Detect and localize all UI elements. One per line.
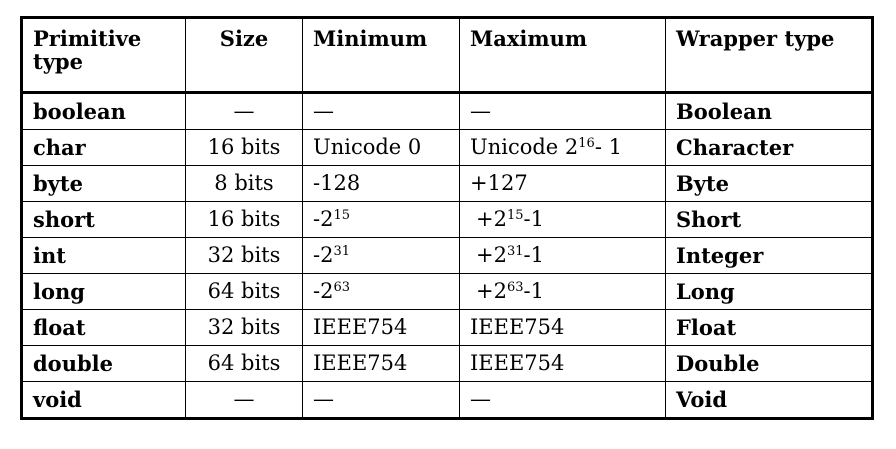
cell-maximum-base: IEEE754 <box>470 350 565 375</box>
cell-maximum-tail: -1 <box>523 242 544 267</box>
header-size: Size <box>185 17 303 93</box>
cell-size: 32 bits <box>185 309 303 346</box>
cell-minimum-base: Unicode 0 <box>313 134 422 159</box>
cell-maximum-exponent: 16 <box>578 135 595 151</box>
cell-maximum-base: +2 <box>476 206 507 231</box>
cell-minimum-exponent: 63 <box>333 279 351 295</box>
cell-minimum: IEEE754 <box>302 309 460 346</box>
cell-maximum-base: Unicode 2 <box>470 134 579 159</box>
cell-maximum: +231-1 <box>459 237 666 274</box>
cell-wrapper-type: Integer <box>665 237 873 274</box>
table-header: Primitive type Size Minimum Maximum Wrap… <box>21 17 873 93</box>
cell-minimum: -128 <box>302 165 460 202</box>
cell-size: 16 bits <box>185 129 303 166</box>
cell-maximum-base: — <box>470 386 491 411</box>
cell-maximum-tail: -1 <box>523 278 544 303</box>
cell-minimum-exponent: 31 <box>333 243 351 259</box>
header-wrapper-type: Wrapper type <box>665 17 873 93</box>
cell-maximum: +127 <box>459 165 666 202</box>
cell-minimum-exponent: 15 <box>333 207 351 223</box>
cell-minimum-base: IEEE754 <box>313 314 408 339</box>
cell-size: 64 bits <box>185 345 303 382</box>
cell-maximum: +215-1 <box>459 201 666 238</box>
cell-primitive: short <box>21 201 186 238</box>
cell-minimum-base: -128 <box>313 170 361 195</box>
cell-maximum-exponent: 63 <box>506 279 524 295</box>
cell-minimum: — <box>302 381 460 419</box>
cell-wrapper-type: Boolean <box>665 92 873 130</box>
cell-minimum: -263 <box>302 273 460 310</box>
cell-maximum-base: — <box>470 98 491 123</box>
cell-wrapper-type: Short <box>665 201 873 238</box>
cell-maximum-tail: - 1 <box>594 134 622 159</box>
cell-maximum: — <box>459 92 666 130</box>
cell-primitive: void <box>21 381 186 419</box>
cell-maximum: — <box>459 381 666 419</box>
primitive-types-table: Primitive type Size Minimum Maximum Wrap… <box>20 16 874 420</box>
cell-size: 64 bits <box>185 273 303 310</box>
cell-wrapper-type: Character <box>665 129 873 166</box>
cell-minimum-base: -2 <box>313 206 334 231</box>
cell-wrapper-type: Long <box>665 273 873 310</box>
cell-minimum-base: — <box>313 386 334 411</box>
cell-minimum: -231 <box>302 237 460 274</box>
header-row: Primitive type Size Minimum Maximum Wrap… <box>21 17 873 93</box>
cell-maximum: +263-1 <box>459 273 666 310</box>
cell-size: — <box>185 381 303 419</box>
cell-wrapper-type: Void <box>665 381 873 419</box>
cell-primitive: byte <box>21 165 186 202</box>
cell-maximum-exponent: 31 <box>506 243 524 259</box>
cell-size: 16 bits <box>185 201 303 238</box>
cell-primitive: char <box>21 129 186 166</box>
cell-wrapper-type: Double <box>665 345 873 382</box>
cell-size: 8 bits <box>185 165 303 202</box>
cell-minimum-base: — <box>313 98 334 123</box>
cell-maximum-base: +127 <box>470 170 528 195</box>
cell-wrapper-type: Byte <box>665 165 873 202</box>
cell-maximum: Unicode 216- 1 <box>459 129 666 166</box>
cell-size: — <box>185 92 303 130</box>
cell-maximum-base: IEEE754 <box>470 314 565 339</box>
cell-minimum-base: IEEE754 <box>313 350 408 375</box>
cell-maximum-base: +2 <box>476 242 507 267</box>
cell-minimum: Unicode 0 <box>302 129 460 166</box>
cell-minimum: IEEE754 <box>302 345 460 382</box>
cell-maximum-tail: -1 <box>523 206 544 231</box>
cell-maximum-exponent: 15 <box>506 207 524 223</box>
header-maximum: Maximum <box>459 17 666 93</box>
cell-maximum: IEEE754 <box>459 309 666 346</box>
cell-primitive: double <box>21 345 186 382</box>
cell-primitive: long <box>21 273 186 310</box>
cell-primitive: float <box>21 309 186 346</box>
table-row: void———Void <box>21 381 873 419</box>
cell-primitive: boolean <box>21 92 186 130</box>
cell-maximum-base: +2 <box>476 278 507 303</box>
cell-minimum: — <box>302 92 460 130</box>
table-row: boolean———Boolean <box>21 92 873 130</box>
cell-size: 32 bits <box>185 237 303 274</box>
header-minimum: Minimum <box>302 17 460 93</box>
cell-minimum-base: -2 <box>313 242 334 267</box>
cell-wrapper-type: Float <box>665 309 873 346</box>
cell-primitive: int <box>21 237 186 274</box>
cell-minimum: -215 <box>302 201 460 238</box>
cell-minimum-base: -2 <box>313 278 334 303</box>
header-primitive-type: Primitive type <box>21 17 186 93</box>
cell-maximum: IEEE754 <box>459 345 666 382</box>
